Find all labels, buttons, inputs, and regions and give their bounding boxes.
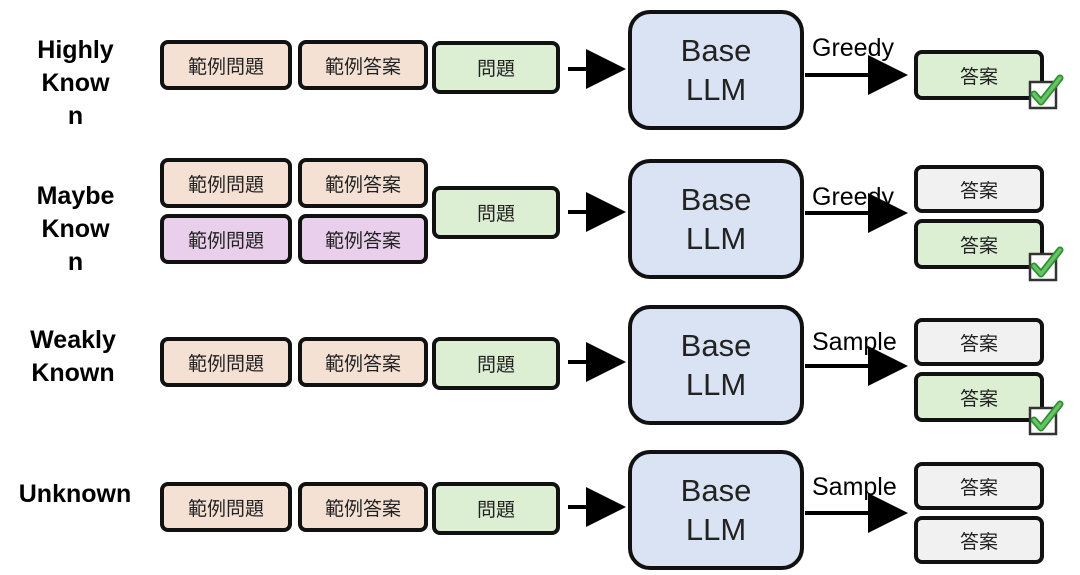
question-box: 問題: [432, 337, 560, 390]
example-question-box: 範例問題: [160, 40, 292, 90]
example-answer-box-alt: 範例答案: [298, 214, 428, 264]
example-question-box: 範例問題: [160, 482, 292, 532]
question-box: 問題: [432, 482, 560, 535]
row-label-maybe-known: Maybe Know n: [36, 182, 115, 276]
example-answer-box: 範例答案: [298, 40, 428, 90]
decoding-label: Sample: [812, 328, 897, 356]
checkmark-icon: [1028, 246, 1064, 282]
question-box: 問題: [432, 186, 560, 239]
decoding-label: Sample: [812, 473, 897, 501]
base-llm-box: Base LLM: [628, 450, 804, 570]
answer-box: 答案: [914, 462, 1044, 510]
answer-box: 答案: [914, 318, 1044, 366]
example-answer-box: 範例答案: [298, 337, 428, 387]
question-box: 問題: [432, 41, 560, 94]
row-label-weakly-known: Weakly Known: [30, 326, 116, 387]
example-answer-box: 範例答案: [298, 482, 428, 532]
base-llm-box: Base LLM: [628, 305, 804, 425]
row-label-unknown: Unknown: [18, 480, 132, 508]
decoding-label: Greedy: [812, 34, 894, 62]
example-answer-box: 範例答案: [298, 158, 428, 208]
answer-box-correct: 答案: [914, 50, 1044, 100]
base-llm-box: Base LLM: [628, 159, 804, 279]
example-question-box-alt: 範例問題: [160, 214, 292, 264]
example-question-box: 範例問題: [160, 158, 292, 208]
decoding-label: Greedy: [812, 183, 894, 211]
example-question-box: 範例問題: [160, 337, 292, 387]
row-label-highly-known: Highly Know n: [37, 36, 114, 130]
checkmark-icon: [1028, 74, 1064, 110]
answer-box-correct: 答案: [914, 372, 1044, 422]
answer-box-correct: 答案: [914, 219, 1044, 269]
answer-box: 答案: [914, 165, 1044, 213]
answer-box: 答案: [914, 516, 1044, 564]
checkmark-icon: [1028, 400, 1064, 436]
base-llm-box: Base LLM: [628, 10, 804, 130]
